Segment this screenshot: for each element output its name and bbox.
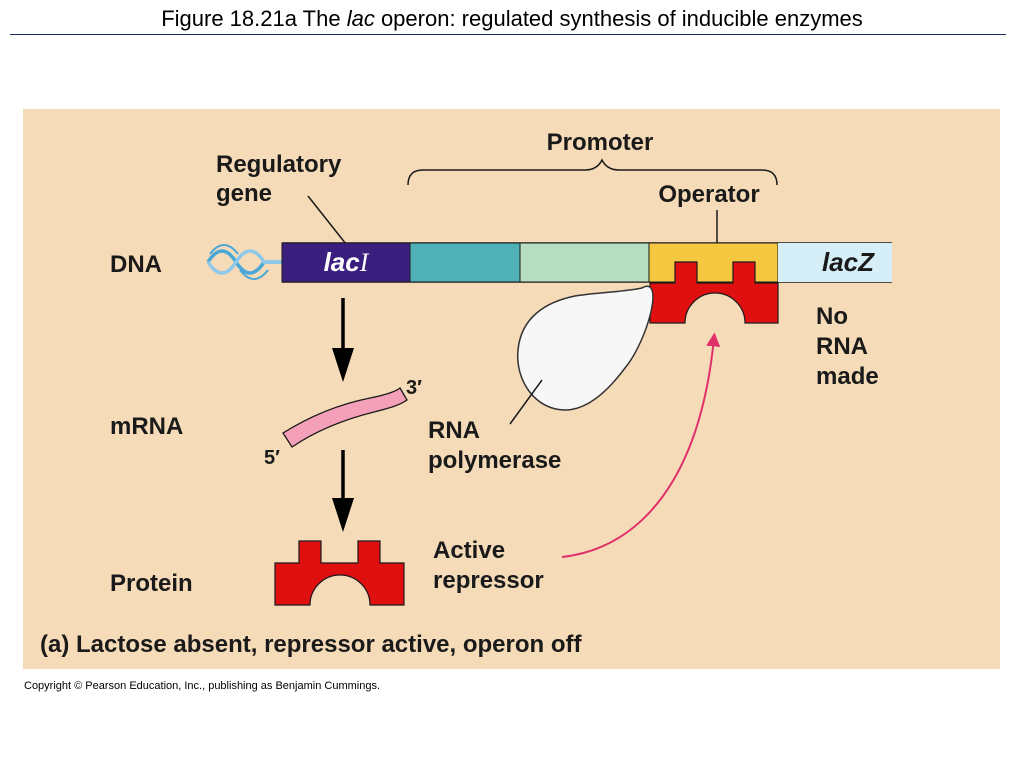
rna-polymerase-pointer <box>509 379 543 425</box>
lacz-label: lacZ <box>822 247 875 277</box>
title-suffix: operon: regulated synthesis of inducible… <box>374 6 863 31</box>
laci-label-prefix: lac <box>324 247 361 277</box>
lacz-gene-segment <box>778 243 892 282</box>
no-rna-made-line1: No <box>816 303 848 330</box>
regulatory-gene-label-line2: gene <box>216 180 272 207</box>
mrna-strand <box>282 387 408 448</box>
repressor-protein-shape <box>274 540 405 606</box>
five-prime-label: 5′ <box>264 447 280 469</box>
title-prefix: Figure 18.21a The <box>161 6 347 31</box>
operator-segment <box>648 242 779 283</box>
regulatory-gene-pointer <box>307 195 347 245</box>
no-rna-made-line2: RNA <box>816 333 868 360</box>
slide-title: Figure 18.21a The lac operon: regulated … <box>0 6 1024 32</box>
rna-polymerase-label-line2: polymerase <box>428 447 561 474</box>
protein-label: Protein <box>110 570 193 597</box>
laci-gene-segment <box>281 242 411 283</box>
active-repressor-label-line1: Active <box>433 537 505 564</box>
dna-label: DNA <box>110 251 162 278</box>
regulatory-gene-label-line1: Regulatory <box>216 151 342 178</box>
promoter-segment-teal <box>409 242 521 283</box>
laci-label-suffix: I <box>359 248 370 277</box>
mrna-label: mRNA <box>110 413 183 440</box>
copyright-notice: Copyright © Pearson Education, Inc., pub… <box>24 680 381 692</box>
title-italic: lac <box>346 6 375 31</box>
dna-helix-icon <box>206 244 282 280</box>
translation-arrow-head <box>332 498 354 532</box>
repressor-binding-arrow <box>561 332 721 558</box>
title-rule <box>10 34 1006 35</box>
promoter-label: Promoter <box>547 129 654 156</box>
figure-panel <box>23 109 1000 669</box>
transcription-arrow-head <box>332 348 354 382</box>
laci-label: lacI <box>324 247 370 277</box>
promoter-segment-green <box>519 242 650 283</box>
promoter-brace <box>407 158 778 186</box>
operator-label: Operator <box>658 181 759 208</box>
figure-caption: (a) Lactose absent, repressor active, op… <box>40 631 582 658</box>
rna-polymerase-label-line1: RNA <box>428 417 480 444</box>
no-rna-made-line3: made <box>816 363 879 390</box>
three-prime-label: 3′ <box>406 377 422 399</box>
rna-polymerase-shape <box>517 285 654 411</box>
active-repressor-label-line2: repressor <box>433 567 544 594</box>
bound-repressor-shape <box>649 261 779 324</box>
